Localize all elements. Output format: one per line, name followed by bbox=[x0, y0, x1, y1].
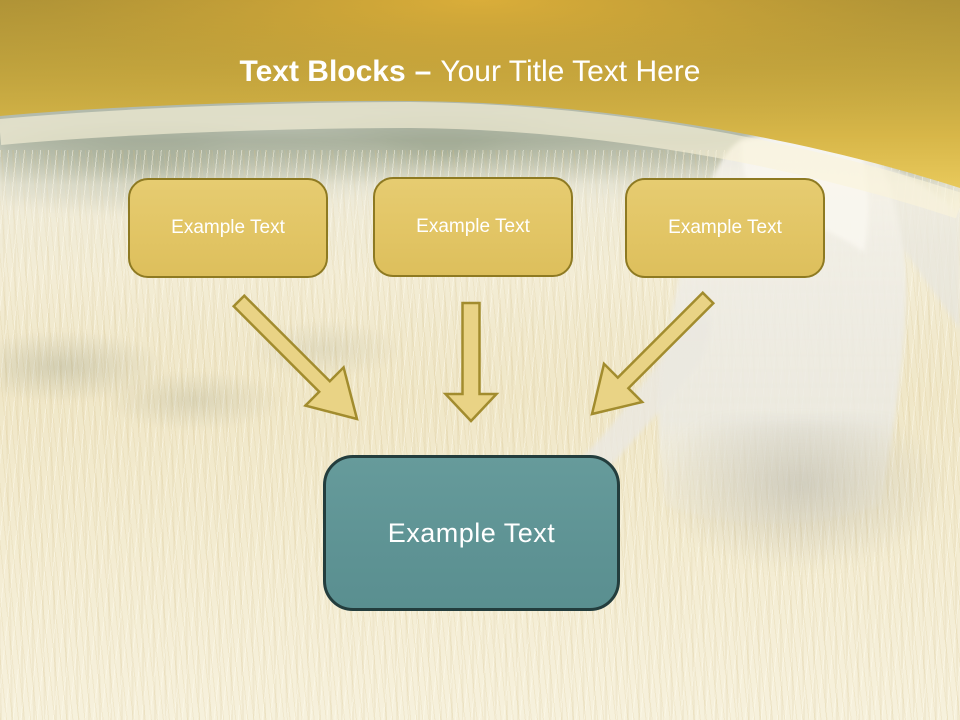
golden-header-banner bbox=[0, 0, 960, 219]
title-emphasis: Text Blocks bbox=[239, 55, 406, 88]
arrow-diagonal-down-left-icon[interactable] bbox=[590, 290, 716, 416]
slide-title[interactable]: Text Blocks – Your Title Text Here bbox=[0, 54, 940, 90]
arrow-diagonal-down-right-icon[interactable] bbox=[231, 293, 359, 421]
text-block-3[interactable]: Example Text bbox=[625, 178, 825, 278]
title-text: Your Title Text Here bbox=[440, 55, 701, 88]
arrow-straight-down-icon[interactable] bbox=[442, 301, 500, 423]
header-cream-arc bbox=[0, 101, 960, 219]
result-text-block-label: Example Text bbox=[387, 517, 556, 548]
text-block-2-label: Example Text bbox=[416, 216, 530, 237]
text-block-1[interactable]: Example Text bbox=[128, 178, 328, 278]
text-block-3-label: Example Text bbox=[668, 217, 782, 238]
text-block-2[interactable]: Example Text bbox=[373, 177, 573, 277]
result-text-block[interactable]: Example Text bbox=[323, 455, 620, 611]
text-block-1-label: Example Text bbox=[171, 217, 285, 238]
header-gold-glow bbox=[0, 0, 960, 188]
title-separator: – bbox=[414, 55, 432, 88]
